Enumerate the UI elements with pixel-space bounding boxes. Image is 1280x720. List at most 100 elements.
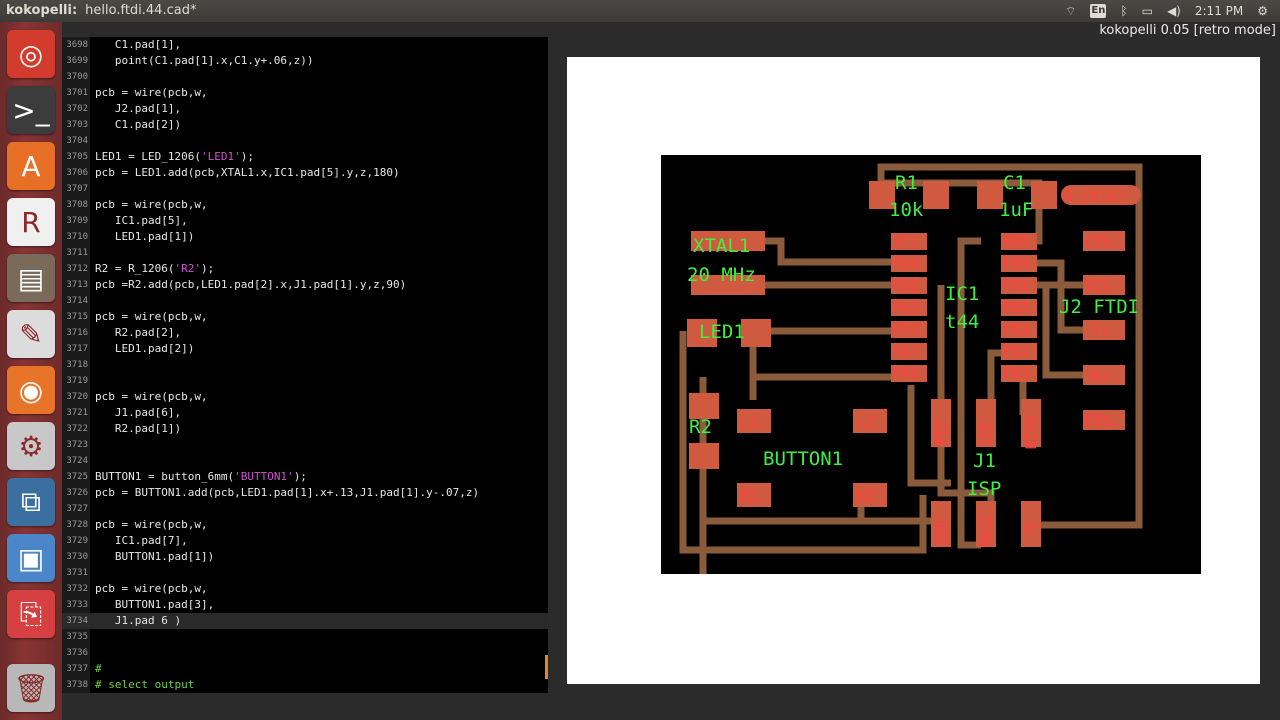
firefox-icon[interactable]: ◉ (7, 366, 55, 414)
code-line[interactable]: 3711 (62, 245, 548, 261)
code-line[interactable]: 3698 C1.pad[1], (62, 37, 548, 53)
render-canvas[interactable]: R1 10k C1 1uF XTAL1 20 MHz IC1 t44 J2 FT… (567, 57, 1260, 684)
code-line[interactable]: 3730 BUTTON1.pad[1]) (62, 549, 548, 565)
line-number: 3704 (66, 136, 88, 146)
code-text: J2.pad[1], (95, 102, 182, 115)
line-number: 3722 (66, 424, 88, 434)
line-number: 3716 (66, 328, 88, 338)
line-number: 3731 (66, 568, 88, 578)
code-line[interactable]: 3709 IC1.pad[5], (62, 213, 548, 229)
code-line[interactable]: 3722 R2.pad[1]) (62, 421, 548, 437)
line-number: 3737 (66, 664, 88, 674)
label-c1-value: 1uF (999, 199, 1033, 221)
code-text: pcb = BUTTON1.add(pcb,LED1.pad[1].x+.13,… (95, 486, 480, 499)
line-number: 3699 (66, 56, 88, 66)
code-line[interactable]: 3702 J2.pad[1], (62, 101, 548, 117)
code-text: # (95, 662, 102, 675)
line-number: 3723 (66, 440, 88, 450)
code-line[interactable]: 3733 BUTTON1.pad[3], (62, 597, 548, 613)
pad-j1-gnd: GND (934, 520, 950, 545)
ubuntu-dash-icon[interactable]: ◎ (7, 30, 55, 78)
clock[interactable]: 2:11 PM (1194, 4, 1244, 18)
code-line[interactable]: 3704 (62, 133, 548, 149)
code-line[interactable]: 3737 # (62, 661, 548, 677)
code-line[interactable]: 3703 C1.pad[2]) (62, 117, 548, 133)
code-line[interactable]: 3714 (62, 293, 548, 309)
code-text: IC1.pad[5], (95, 214, 188, 227)
pad-ic1-gnd: GND (1003, 234, 1028, 250)
code-line[interactable]: 3700 (62, 69, 548, 85)
code-line[interactable]: 3707 (62, 181, 548, 197)
code-text: # select output (95, 678, 195, 691)
code-line[interactable]: 3724 (62, 453, 548, 469)
power-gear-icon[interactable]: ⚙ (1257, 4, 1268, 18)
image-viewer-icon[interactable]: ▣ (7, 534, 55, 582)
pad-ic1-pb0: PB0 (893, 256, 918, 272)
line-number: 3738 (66, 680, 88, 690)
wifi-icon[interactable]: ⌔ (1065, 4, 1077, 18)
code-line[interactable]: 3736 (62, 645, 548, 661)
code-line[interactable]: 3731 (62, 565, 548, 581)
pcb-drawing: R1 10k C1 1uF XTAL1 20 MHz IC1 t44 J2 FT… (679, 163, 1143, 574)
code-line[interactable]: 3735 (62, 629, 548, 645)
python-icon[interactable]: ⧉ (7, 478, 55, 526)
label-xtal1-value: 20 MHz (687, 264, 756, 286)
code-line[interactable]: 3726 pcb = BUTTON1.add(pcb,LED1.pad[1].x+… (62, 485, 548, 501)
pad-ic1-pa0: PA0 (1003, 256, 1028, 272)
code-line[interactable]: 3718 (62, 357, 548, 373)
line-number: 3713 (66, 280, 88, 290)
code-line[interactable]: 3738 # select output (62, 677, 548, 693)
code-line[interactable]: 3710 LED1.pad[1]) (62, 229, 548, 245)
pad-ic1-pa4: PA4 (1003, 344, 1028, 360)
code-line[interactable]: 3723 (62, 437, 548, 453)
battery-icon[interactable]: ▭ (1141, 4, 1153, 18)
pad-j1-rst: RST (934, 419, 950, 445)
code-line[interactable]: 3727 (62, 501, 548, 517)
line-number: 3726 (66, 488, 88, 498)
line-number-gutter (62, 37, 90, 693)
settings-icon[interactable]: ⚙ (7, 422, 55, 470)
software-center-icon[interactable]: A (7, 142, 55, 190)
code-line[interactable]: 3716 R2.pad[2], (62, 325, 548, 341)
terminal-icon[interactable]: >_ (7, 86, 55, 134)
trash-icon[interactable]: 🗑 (7, 664, 55, 712)
files-icon[interactable]: ▤ (7, 254, 55, 302)
r-app-icon[interactable]: R (7, 198, 55, 246)
bluetooth-icon[interactable]: ᛒ (1120, 4, 1128, 18)
pad-ic1-pa6: PA6 (893, 366, 918, 382)
scroll-marker[interactable] (545, 655, 548, 679)
code-line[interactable]: 3717 LED1.pad[2]) (62, 341, 548, 357)
code-text: LED1.pad[2]) (95, 342, 195, 355)
line-number: 3698 (66, 40, 88, 50)
label-ic1-value: t44 (945, 311, 979, 333)
text-editor-icon[interactable]: ✎ (7, 310, 55, 358)
line-number: 3729 (66, 536, 88, 546)
code-line[interactable]: 3699 point(C1.pad[1].x,C1.y+.06,z)) (62, 53, 548, 69)
volume-icon[interactable]: ◀) (1166, 4, 1181, 18)
pad-j2-rts: RTS (1085, 412, 1112, 430)
code-line[interactable]: 3719 (62, 373, 548, 389)
line-number: 3734 (66, 616, 88, 626)
code-line[interactable]: 3729 IC1.pad[7], (62, 533, 548, 549)
code-line[interactable]: 3721 J1.pad[6], (62, 405, 548, 421)
code-editor[interactable]: 3698 C1.pad[1],3699 point(C1.pad[1].x,C1… (62, 37, 548, 693)
line-number: 3719 (66, 376, 88, 386)
usb-drive-icon[interactable]: ⎘ (7, 590, 55, 638)
pcb-board[interactable]: R1 10k C1 1uF XTAL1 20 MHz IC1 t44 J2 FT… (661, 155, 1201, 574)
code-line[interactable]: 3734 J1.pad 6 ) (62, 613, 548, 629)
pad-ic1-pb1: PB1 (893, 278, 918, 294)
code-text: J1.pad 6 ) (95, 614, 182, 627)
app-name: kokopelli: (6, 3, 78, 18)
keyboard-layout-indicator[interactable]: En (1090, 4, 1107, 18)
